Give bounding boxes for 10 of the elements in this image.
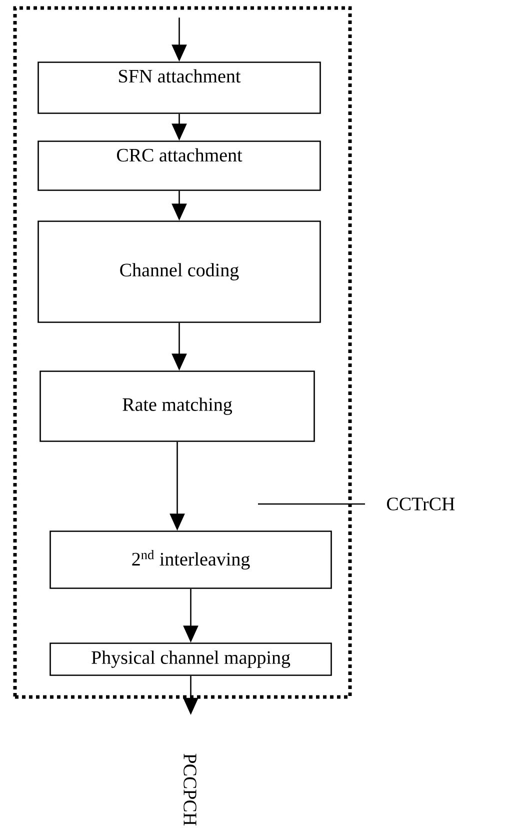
- channel-label: PCCPCH: [184, 754, 196, 826]
- process-box: SFN attachment: [38, 62, 321, 114]
- channel-label: CCTrCH: [386, 498, 455, 510]
- process-box: CRC attachment: [38, 140, 321, 191]
- process-box: 2$^{nd}$ interleaving: [50, 530, 332, 589]
- process-box: Physical channel mapping: [50, 642, 332, 676]
- process-box: Channel coding: [38, 220, 321, 323]
- process-box: Rate matching: [40, 370, 315, 442]
- leader-line: [258, 503, 365, 505]
- dotted-boundary-box: [13, 6, 352, 699]
